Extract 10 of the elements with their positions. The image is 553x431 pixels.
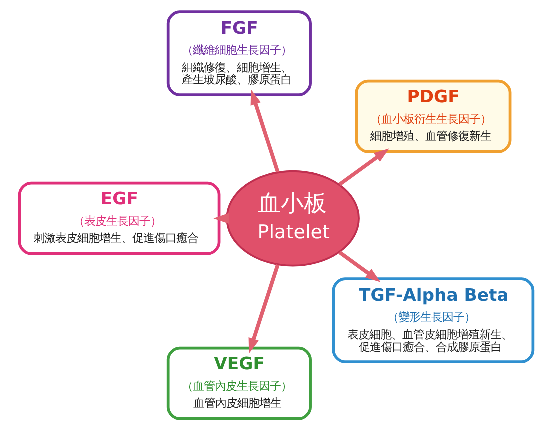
arrow xyxy=(248,264,280,354)
arrow xyxy=(214,213,230,224)
node-box: PDGF （血小板衍生生長因子） 細胞增殖、血管修復新生 xyxy=(355,80,512,154)
node-box: VEGF （血管內皮生長因子） 血管內皮細胞增生 xyxy=(166,346,312,420)
arrow xyxy=(338,251,381,282)
node-box: FGF （纖維細胞生長因子） 組織修復、細胞增生、產生玻尿酸、膠原蛋白 xyxy=(166,10,312,97)
arrow xyxy=(250,90,280,173)
arrow xyxy=(338,148,390,186)
node-box: TGF-Alpha Beta （變形生長因子） 表皮細胞、血管皮細胞增殖新生、促進傷口癒合、合成膠原蛋白 xyxy=(332,278,535,364)
node-box: EGF （表皮生長因子） 刺激表皮細胞增生、促進傷口癒合 xyxy=(18,182,221,256)
